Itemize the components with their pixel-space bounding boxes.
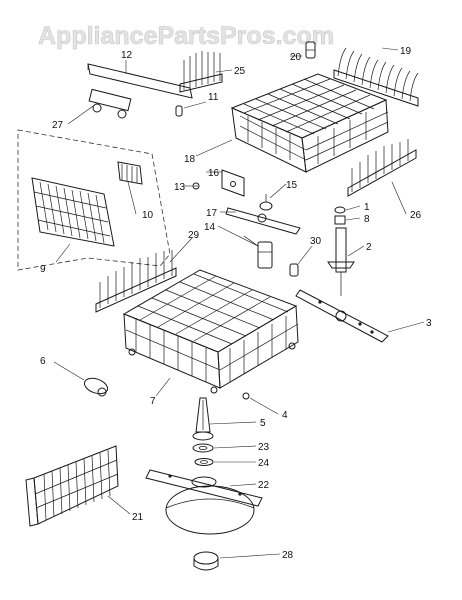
part-14-valve bbox=[243, 235, 273, 269]
part-16-bracket bbox=[221, 169, 245, 197]
part-5-spray-tower bbox=[192, 397, 214, 441]
part-2-feed-tube bbox=[327, 227, 355, 296]
part-9-group-outline bbox=[17, 129, 171, 271]
watermark-text: AppliancePartsPros.com bbox=[38, 22, 334, 50]
part-23-washer bbox=[192, 443, 214, 453]
callout-26: 26 bbox=[410, 210, 422, 221]
part-26-tine-row bbox=[347, 139, 417, 197]
part-1-bearing bbox=[334, 206, 346, 214]
callout-23: 23 bbox=[258, 442, 270, 453]
callout-7: 7 bbox=[150, 396, 156, 407]
callout-25: 25 bbox=[234, 66, 246, 77]
part-21-silverware-basket bbox=[25, 445, 119, 527]
part-29-tine-row bbox=[95, 250, 177, 313]
callout-21: 21 bbox=[132, 512, 144, 523]
callout-14: 14 bbox=[204, 222, 216, 233]
part-19-tine-row bbox=[333, 47, 419, 107]
callout-17: 17 bbox=[206, 208, 218, 219]
part-30-clip bbox=[289, 263, 299, 277]
part-10-comb bbox=[117, 161, 143, 185]
callout-19: 19 bbox=[400, 46, 412, 57]
callout-labels: 12 11 27 25 20 19 18 16 13 15 17 14 1 8 … bbox=[40, 46, 432, 561]
callout-9: 9 bbox=[40, 264, 46, 275]
part-3-upper-spray-arm bbox=[295, 289, 389, 343]
callout-6: 6 bbox=[40, 356, 46, 367]
callout-2: 2 bbox=[366, 242, 372, 253]
callout-5: 5 bbox=[260, 418, 266, 429]
part-15-adjuster bbox=[259, 194, 273, 211]
callout-24: 24 bbox=[258, 458, 270, 469]
callout-30: 30 bbox=[310, 236, 322, 247]
part-22-lower-spray-arm bbox=[145, 469, 263, 535]
part-7-lower-rack bbox=[122, 269, 299, 394]
callout-13: 13 bbox=[174, 182, 186, 193]
callout-10: 10 bbox=[142, 210, 154, 221]
callout-18: 18 bbox=[184, 154, 196, 165]
callout-27: 27 bbox=[52, 120, 64, 131]
callout-1: 1 bbox=[364, 202, 370, 213]
part-18-upper-rack bbox=[230, 73, 389, 173]
part-17-arm bbox=[225, 207, 301, 235]
part-20-latch bbox=[305, 41, 316, 59]
callout-15: 15 bbox=[286, 180, 298, 191]
callout-11: 11 bbox=[208, 92, 219, 103]
part-13-screw bbox=[192, 182, 200, 190]
part-9-basket-section bbox=[31, 177, 115, 247]
part-28-cap bbox=[193, 551, 219, 571]
part-11-clip bbox=[175, 105, 183, 117]
leader-lines bbox=[53, 47, 425, 559]
part-4-ball bbox=[242, 392, 250, 400]
callout-4: 4 bbox=[282, 410, 288, 421]
part-24-washer bbox=[194, 458, 214, 466]
part-25-tine-row bbox=[179, 51, 223, 93]
callout-22: 22 bbox=[258, 480, 270, 491]
callout-20: 20 bbox=[290, 52, 302, 63]
callout-3: 3 bbox=[426, 318, 432, 329]
part-27-roller-bracket bbox=[88, 88, 132, 119]
callout-8: 8 bbox=[364, 214, 370, 225]
callout-28: 28 bbox=[282, 550, 294, 561]
part-6-wheel bbox=[83, 377, 109, 397]
callout-12: 12 bbox=[121, 50, 133, 61]
part-12-rail bbox=[87, 63, 193, 99]
callout-16: 16 bbox=[208, 168, 220, 179]
part-8-coupling bbox=[334, 215, 346, 225]
callout-29: 29 bbox=[188, 230, 200, 241]
